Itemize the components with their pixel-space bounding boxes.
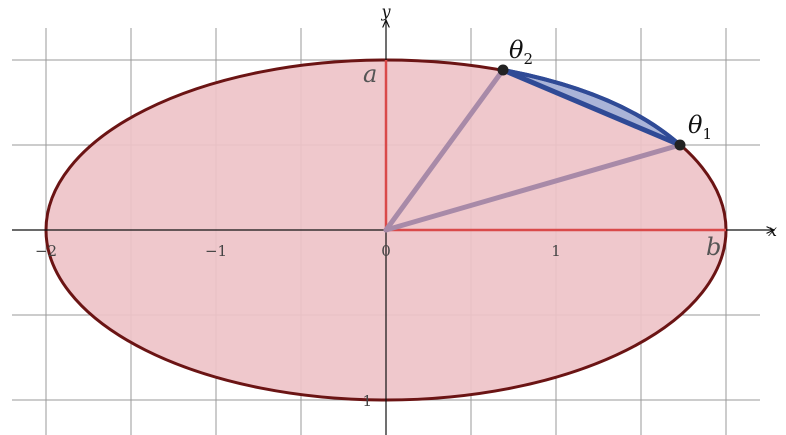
spoke-theta2 — [383, 67, 506, 233]
theta2-symbol: θ — [509, 36, 524, 64]
arc-theta1-theta2 — [502, 68, 682, 147]
y-tick-label: 1 — [362, 392, 372, 410]
spoke-theta1 — [383, 142, 683, 233]
label-theta2: θ2 — [509, 36, 533, 68]
y-axis-name: y — [380, 2, 391, 21]
x-tick-label: 0 — [381, 242, 391, 260]
chord-theta1-theta2 — [500, 67, 683, 148]
point-theta1 — [674, 139, 686, 151]
x-tick-label: 1 — [551, 242, 561, 260]
label-a: a — [363, 60, 377, 88]
label-b: b — [706, 233, 721, 261]
x-tick-label: −1 — [205, 242, 227, 260]
x-axis-name: x — [768, 221, 777, 240]
label-theta1: θ1 — [688, 111, 712, 143]
theta1-subscript: 1 — [702, 125, 712, 143]
point-theta2 — [497, 64, 509, 76]
theta2-subscript: 2 — [523, 50, 533, 68]
theta1-symbol: θ — [688, 111, 703, 139]
x-tick-label: −2 — [35, 242, 57, 260]
